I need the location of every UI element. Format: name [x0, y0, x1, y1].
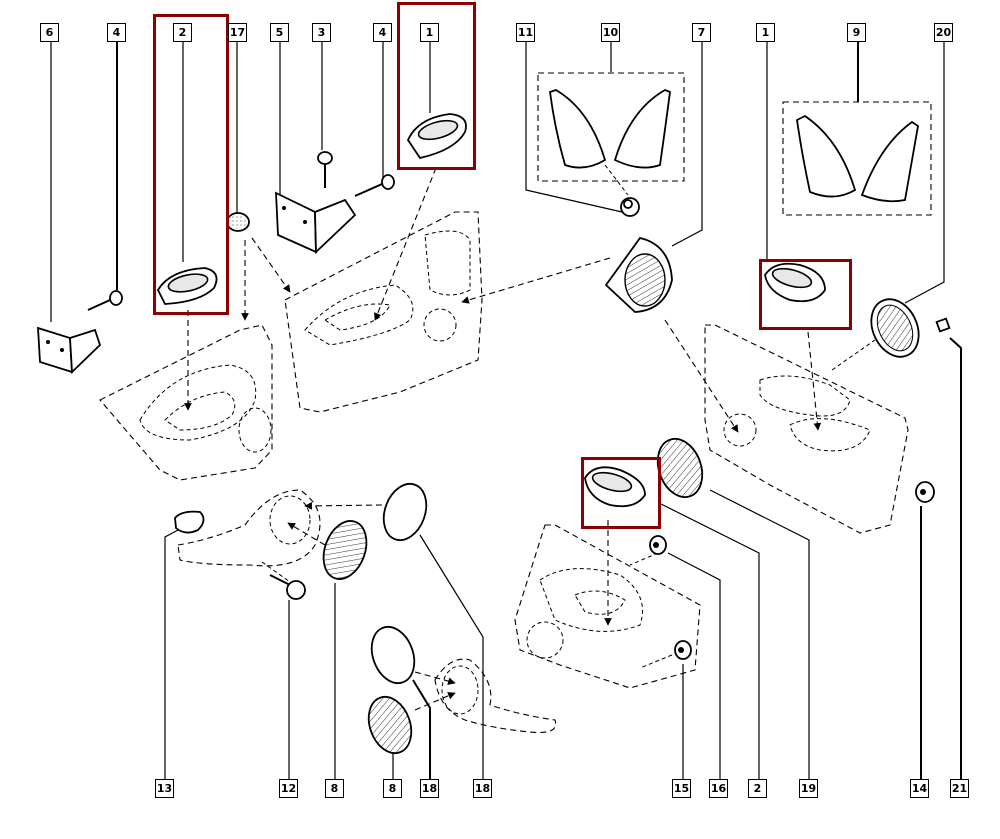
- callout-8: 8: [325, 779, 344, 798]
- trim-set-part-10: [537, 72, 685, 196]
- callout-4: 4: [373, 23, 392, 42]
- callout-4: 4: [107, 23, 126, 42]
- callout-17: 17: [228, 23, 247, 42]
- callout-2: 2: [173, 23, 192, 42]
- callout-1: 1: [420, 23, 439, 42]
- callout-21: 21: [950, 779, 969, 798]
- callout-1: 1: [756, 23, 775, 42]
- callout-15: 15: [672, 779, 691, 798]
- screw-part-4-left: [87, 290, 123, 311]
- tweeter-cover-part-7: [604, 236, 673, 313]
- clip-part-15: [674, 640, 692, 660]
- clip-part-16: [649, 535, 667, 555]
- speaker-cover-part-18-upper: [382, 483, 428, 541]
- trim-set-part-9: [782, 101, 932, 216]
- speaker-part-20: [870, 298, 920, 358]
- callout-9: 9: [847, 23, 866, 42]
- armrest-outline-lower: [414, 658, 557, 734]
- callout-18: 18: [420, 779, 439, 798]
- speaker-cover-part-8-lower: [367, 696, 413, 754]
- speaker-cover-part-8-upper: [322, 520, 368, 580]
- leader-lines-bottom: [164, 337, 962, 779]
- clip-part-13: [174, 510, 205, 534]
- callout-10: 10: [601, 23, 620, 42]
- plug-part-17: [226, 212, 250, 232]
- clip-part-21: [935, 317, 951, 333]
- callout-2: 2: [748, 779, 767, 798]
- callout-6: 6: [40, 23, 59, 42]
- callout-8: 8: [383, 779, 402, 798]
- bracket-part-6: [37, 326, 102, 375]
- switch-part-1-top: [406, 113, 467, 160]
- door-panel-center: [251, 167, 611, 413]
- callout-5: 5: [270, 23, 289, 42]
- speaker-cover-part-19: [656, 438, 704, 498]
- callout-3: 3: [312, 23, 331, 42]
- door-panel-left: [99, 240, 273, 481]
- armrest-outline-left: [177, 489, 383, 583]
- callout-7: 7: [692, 23, 711, 42]
- leader-lines-top: [50, 42, 945, 322]
- screw-part-12: [269, 574, 306, 600]
- callout-19: 19: [799, 779, 818, 798]
- switch-part-1-right: [764, 262, 826, 303]
- clip-part-14: [915, 481, 935, 503]
- callout-13: 13: [155, 779, 174, 798]
- callout-18: 18: [473, 779, 492, 798]
- callout-20: 20: [934, 23, 953, 42]
- switch-part-2-lower: [584, 466, 646, 508]
- screw-part-3: [317, 151, 333, 188]
- switch-part-2-left: [156, 267, 218, 305]
- callout-14: 14: [910, 779, 929, 798]
- callout-16: 16: [709, 779, 728, 798]
- door-panel-lower: [514, 520, 701, 689]
- speaker-cover-part-18-lower: [370, 626, 416, 684]
- bracket-part-5: [275, 191, 357, 255]
- callout-11: 11: [516, 23, 535, 42]
- door-panel-right: [664, 319, 909, 534]
- callout-12: 12: [279, 779, 298, 798]
- screw-part-4-right: [354, 174, 395, 197]
- clip-part-11: [620, 197, 640, 217]
